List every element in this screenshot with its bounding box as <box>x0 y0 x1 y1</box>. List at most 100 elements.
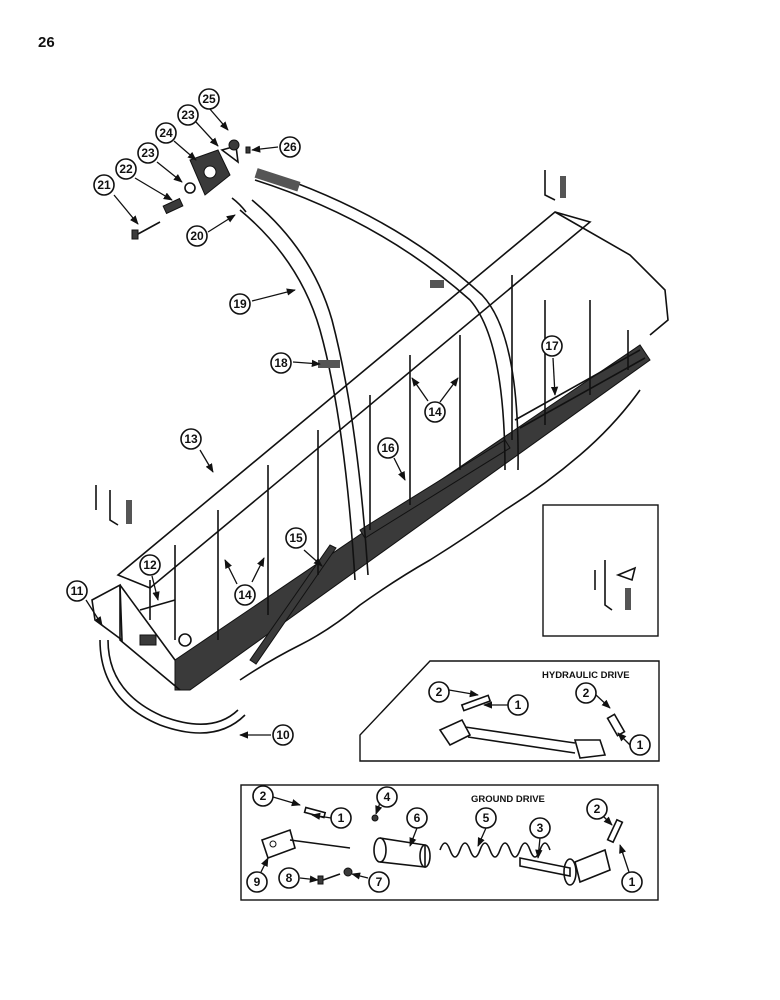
ground-drive-threaded-rod <box>289 839 351 849</box>
svg-text:18: 18 <box>274 356 288 370</box>
svg-text:1: 1 <box>629 875 636 889</box>
hydraulic-drive-frame <box>359 660 660 762</box>
svg-text:20: 20 <box>190 229 204 243</box>
callout-18: 18 <box>270 352 292 374</box>
callout-gd-3: 3 <box>529 817 551 839</box>
callout-25: 25 <box>198 88 220 110</box>
callout-24: 24 <box>155 122 177 144</box>
callout-15: 15 <box>285 527 307 549</box>
reel-brace-17 <box>514 349 646 429</box>
callout-22: 22 <box>115 158 137 180</box>
hydraulic-drive-title: HYDRAULIC DRIVE <box>542 670 630 681</box>
mount-plate <box>430 280 444 288</box>
callout-23-mid: 23 <box>137 142 159 164</box>
reel-tines-14 <box>174 275 629 640</box>
detail-inset-bracket <box>594 560 637 611</box>
hydraulic-drive-pin-right <box>606 713 626 737</box>
callout-11: 11 <box>66 580 88 602</box>
svg-text:24: 24 <box>159 126 173 140</box>
svg-text:19: 19 <box>233 297 247 311</box>
callout-14-upper: 14 <box>424 401 446 423</box>
spacer-22 <box>162 197 184 215</box>
callout-gd-4: 4 <box>376 786 398 808</box>
callout-21: 21 <box>93 174 115 196</box>
hydraulic-drive-pin-left <box>460 694 492 712</box>
ground-drive-spring-5 <box>439 842 551 858</box>
callout-gd-9: 9 <box>246 871 268 893</box>
svg-text:2: 2 <box>583 686 590 700</box>
svg-text:14: 14 <box>238 588 252 602</box>
svg-text:16: 16 <box>381 441 395 455</box>
callout-13: 13 <box>180 428 202 450</box>
ground-drive-nut-7 <box>343 867 353 877</box>
svg-text:22: 22 <box>119 162 133 176</box>
detail-inset-frame <box>542 504 659 637</box>
svg-text:6: 6 <box>414 811 421 825</box>
ground-drive-bolt-8 <box>317 873 341 885</box>
svg-text:23: 23 <box>141 146 155 160</box>
bracket-20 <box>231 197 247 213</box>
page-number: 26 <box>38 34 55 51</box>
mount-plate-18 <box>318 360 340 368</box>
callout-hd-2-left: 2 <box>428 681 450 703</box>
callout-10: 10 <box>272 724 294 746</box>
svg-text:1: 1 <box>637 738 644 752</box>
bearing-cup-23 <box>220 144 240 164</box>
svg-text:1: 1 <box>515 698 522 712</box>
callout-gd-8: 8 <box>278 867 300 889</box>
callout-19: 19 <box>229 293 251 315</box>
svg-text:10: 10 <box>276 728 290 742</box>
callout-gd-5: 5 <box>475 807 497 829</box>
reel-hoop-10-b <box>107 639 239 725</box>
bearing-24 <box>189 149 231 196</box>
callout-gd-7: 7 <box>368 871 390 893</box>
ground-drive-title: GROUND DRIVE <box>471 794 545 805</box>
callout-hd-2-right: 2 <box>575 682 597 704</box>
svg-text:25: 25 <box>202 92 216 106</box>
svg-text:7: 7 <box>376 875 383 889</box>
callout-hd-1-right: 1 <box>629 734 651 756</box>
reel-hoop-10 <box>99 639 246 734</box>
ground-drive-frame <box>240 784 659 901</box>
svg-text:3: 3 <box>537 821 544 835</box>
hydraulic-drive-link-rod <box>438 718 607 759</box>
nut-25 <box>228 139 240 151</box>
callout-17: 17 <box>541 335 563 357</box>
callout-gd-1-right: 1 <box>621 871 643 893</box>
reel-arm-right <box>254 179 506 471</box>
callout-gd-2-right: 2 <box>586 798 608 820</box>
svg-text:14: 14 <box>428 405 442 419</box>
reel-arm-right-b <box>264 171 519 471</box>
callout-16: 16 <box>377 437 399 459</box>
diagonal-brace-15 <box>249 544 337 665</box>
svg-text:23: 23 <box>181 108 195 122</box>
svg-text:4: 4 <box>384 790 391 804</box>
reel-arm-19 <box>239 209 356 581</box>
ground-drive-fitting-4 <box>371 814 379 822</box>
callout-20: 20 <box>186 225 208 247</box>
reel-arm-19-b <box>251 199 369 576</box>
svg-text:2: 2 <box>594 802 601 816</box>
callout-hd-1-left: 1 <box>507 694 529 716</box>
svg-text:12: 12 <box>143 558 157 572</box>
ground-drive-clevis-left <box>260 828 296 860</box>
pin-26 <box>245 146 251 154</box>
svg-text:26: 26 <box>283 140 297 154</box>
bolt-21 <box>131 221 161 240</box>
ground-drive-collar <box>373 837 431 868</box>
leader-lines <box>85 107 631 883</box>
callout-14-lower: 14 <box>234 584 256 606</box>
callout-gd-6: 6 <box>406 807 428 829</box>
callout-gd-1-left: 1 <box>330 807 352 829</box>
callout-26: 26 <box>279 136 301 158</box>
ground-drive-pin-1-right <box>606 818 624 844</box>
callout-12: 12 <box>139 554 161 576</box>
mount-bracket-top-right <box>544 170 566 201</box>
reel-arm-cap <box>254 168 301 192</box>
svg-text:9: 9 <box>254 875 261 889</box>
svg-text:1: 1 <box>338 811 345 825</box>
cross-brace-16 <box>359 439 511 539</box>
svg-text:11: 11 <box>71 584 84 598</box>
ground-drive-tube-3 <box>519 848 611 886</box>
